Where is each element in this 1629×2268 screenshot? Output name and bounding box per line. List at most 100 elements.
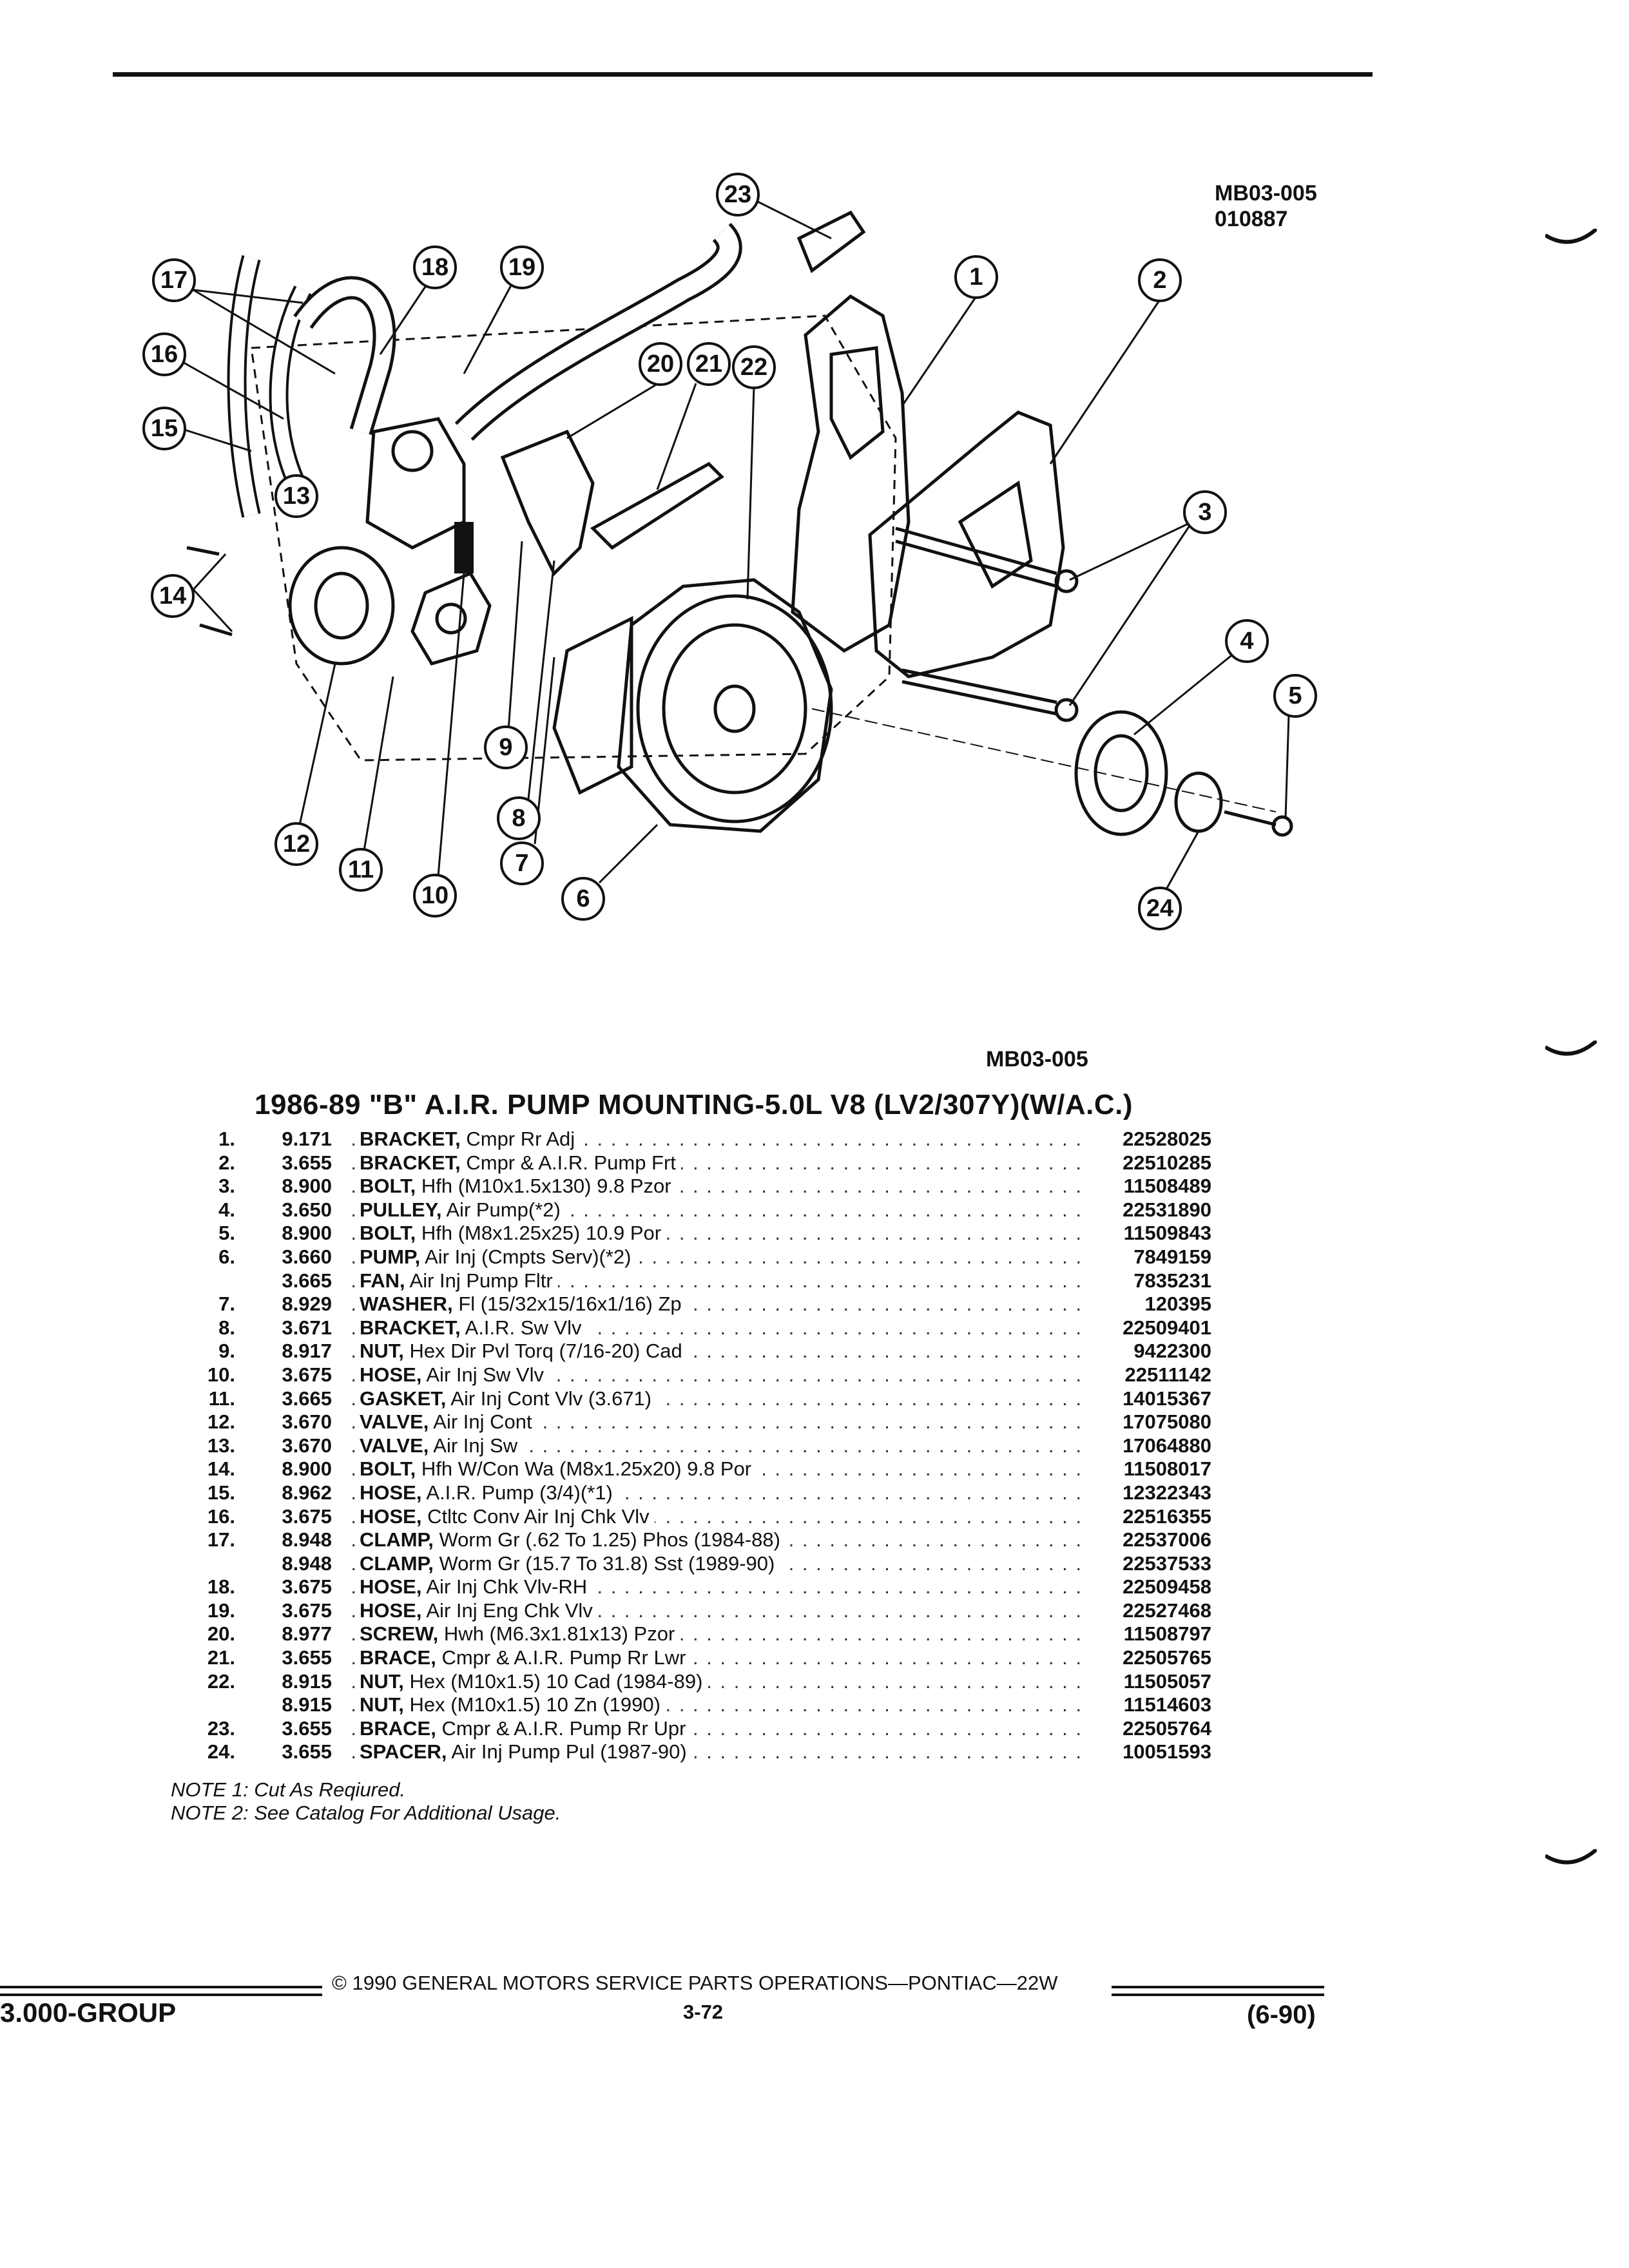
part-number: 22537533 (1123, 1552, 1211, 1575)
group-number: 8.962 (282, 1481, 332, 1504)
part-description: GASKET, Air Inj Cont Vlv (3.671). . . . … (348, 1387, 1083, 1410)
item-number: 3. (218, 1175, 235, 1198)
callout-label: 17 (160, 267, 188, 294)
part-description: HOSE, Air Inj Sw Vlv. . . . . . . . . . … (348, 1363, 1083, 1387)
diagram-reference-top: MB03-005 010887 (1215, 180, 1317, 232)
part-description: CLAMP, Worm Gr (15.7 To 31.8) Sst (1989-… (348, 1552, 1083, 1575)
part-detail: Fl (15/32x15/16x1/16) Zp (458, 1293, 682, 1316)
diagram-reference-bottom: MB03-005 (986, 1047, 1088, 1072)
exploded-parts-diagram: 1 2 3 4 5 6 7 8 9 10 11 12 13 14 15 16 1… (103, 161, 1489, 999)
callout-label: 2 (1153, 267, 1166, 294)
part-number: 7849159 (1133, 1245, 1211, 1268)
footer-copyright: © 1990 GENERAL MOTORS SERVICE PARTS OPER… (332, 1972, 1058, 1994)
callout-2 (1138, 258, 1182, 302)
part-name: GASKET, (360, 1387, 447, 1410)
callout-labels: 1 2 3 4 5 6 7 8 9 10 11 12 13 14 15 16 1… (151, 181, 1302, 922)
item-number: 7. (218, 1293, 235, 1316)
callout-label: 19 (508, 254, 535, 281)
group-number: 8.915 (282, 1669, 332, 1693)
part-number: 11505057 (1123, 1669, 1211, 1693)
part-name: PUMP, (360, 1245, 421, 1268)
item-number: 10. (207, 1363, 235, 1386)
part-detail: Cmpr & A.I.R. Pump Rr Lwr (441, 1646, 686, 1669)
part-detail: Ctltc Conv Air Inj Chk Vlv (427, 1504, 650, 1528)
diagram-date-code: 010887 (1215, 207, 1288, 231)
group-number: 3.675 (282, 1363, 332, 1386)
part-description: BRACE, Cmpr & A.I.R. Pump Rr Upr. . . . … (348, 1716, 1083, 1740)
part-name: SPACER, (360, 1740, 447, 1763)
callout-1 (954, 255, 998, 299)
part-detail: Air Inj Sw Vlv (426, 1363, 544, 1386)
callout-18 (413, 245, 457, 289)
callout-label: 12 (283, 831, 310, 858)
item-number: 6. (218, 1245, 235, 1268)
part-number: 9422300 (1133, 1340, 1211, 1363)
callout-12 (275, 822, 318, 866)
part-description: BRACKET, Cmpr & A.I.R. Pump Frt. . . . .… (348, 1151, 1083, 1175)
part-detail: Hex (M10x1.5) 10 Cad (1984-89) (409, 1669, 703, 1693)
part-number: 10051593 (1123, 1740, 1211, 1763)
group-number: 3.670 (282, 1410, 332, 1434)
part-detail: A.I.R. Sw Vlv (465, 1316, 582, 1339)
binding-mark-icon (1545, 1041, 1597, 1056)
callout-label: 24 (1146, 895, 1173, 922)
part-name: BRACE, (360, 1716, 436, 1740)
part-name: NUT, (360, 1340, 404, 1363)
group-number: 3.675 (282, 1599, 332, 1622)
part-number: 22505764 (1123, 1716, 1211, 1740)
callout-3 (1183, 490, 1227, 534)
callout-21 (687, 342, 731, 386)
group-number: 3.660 (282, 1245, 332, 1268)
callout-label: 14 (159, 582, 186, 610)
part-number: 14015367 (1123, 1387, 1211, 1410)
part-detail: Cmpr & A.I.R. Pump Frt (466, 1151, 676, 1174)
part-detail: Air Inj Sw (433, 1434, 518, 1457)
part-description: BRACKET, Cmpr Rr Adj. . . . . . . . . . … (348, 1128, 1083, 1151)
part-detail: Hfh (M8x1.25x25) 10.9 Por (421, 1222, 662, 1245)
callout-5 (1273, 674, 1317, 718)
part-name: VALVE, (360, 1434, 429, 1457)
callout-20 (639, 342, 682, 386)
section-title: 1986-89 "B" A.I.R. PUMP MOUNTING-5.0L V8… (255, 1089, 1133, 1120)
footer-rule (1112, 1994, 1324, 1996)
footer-revision: (6-90) (1247, 2001, 1316, 2029)
part-description: PULLEY, Air Pump(*2). . . . . . . . . . … (348, 1198, 1083, 1222)
part-detail: Worm Gr (15.7 To 31.8) Sst (1989-90) (439, 1552, 775, 1575)
item-number: 5. (218, 1222, 235, 1245)
part-description: NUT, Hex Dir Pvl Torq (7/16-20) Cad. . .… (348, 1340, 1083, 1363)
part-detail: Air Inj Pump Pul (1987-90) (451, 1740, 687, 1763)
callout-24 (1138, 887, 1182, 930)
group-number: 8.900 (282, 1175, 332, 1198)
item-number: 20. (207, 1622, 235, 1646)
part-description: HOSE, Ctltc Conv Air Inj Chk Vlv. . . . … (348, 1504, 1083, 1528)
callout-23 (716, 173, 760, 216)
footer-group: 3.000-GROUP (0, 1997, 177, 2028)
part-description: PUMP, Air Inj (Cmpts Serv)(*2). . . . . … (348, 1245, 1083, 1269)
callout-label: 16 (151, 341, 178, 368)
footer-rule (0, 1986, 322, 1988)
group-number: 3.665 (282, 1387, 332, 1410)
group-number: 3.655 (282, 1151, 332, 1174)
callout-4 (1225, 619, 1269, 663)
item-number: 2. (218, 1151, 235, 1174)
part-detail: Hfh W/Con Wa (M8x1.25x20) 9.8 Por (421, 1457, 752, 1481)
part-number: 22527468 (1123, 1599, 1211, 1622)
part-description: BRACE, Cmpr & A.I.R. Pump Rr Lwr. . . . … (348, 1646, 1083, 1669)
group-number: 3.655 (282, 1646, 332, 1669)
callout-label: 3 (1198, 499, 1211, 526)
callout-14 (151, 574, 195, 618)
part-number: 22509458 (1123, 1575, 1211, 1599)
diagram-linework (186, 210, 1293, 837)
group-number: 8.977 (282, 1622, 332, 1646)
part-description: NUT, Hex (M10x1.5) 10 Cad (1984-89). . .… (348, 1669, 1083, 1693)
callout-label: 18 (421, 254, 448, 281)
